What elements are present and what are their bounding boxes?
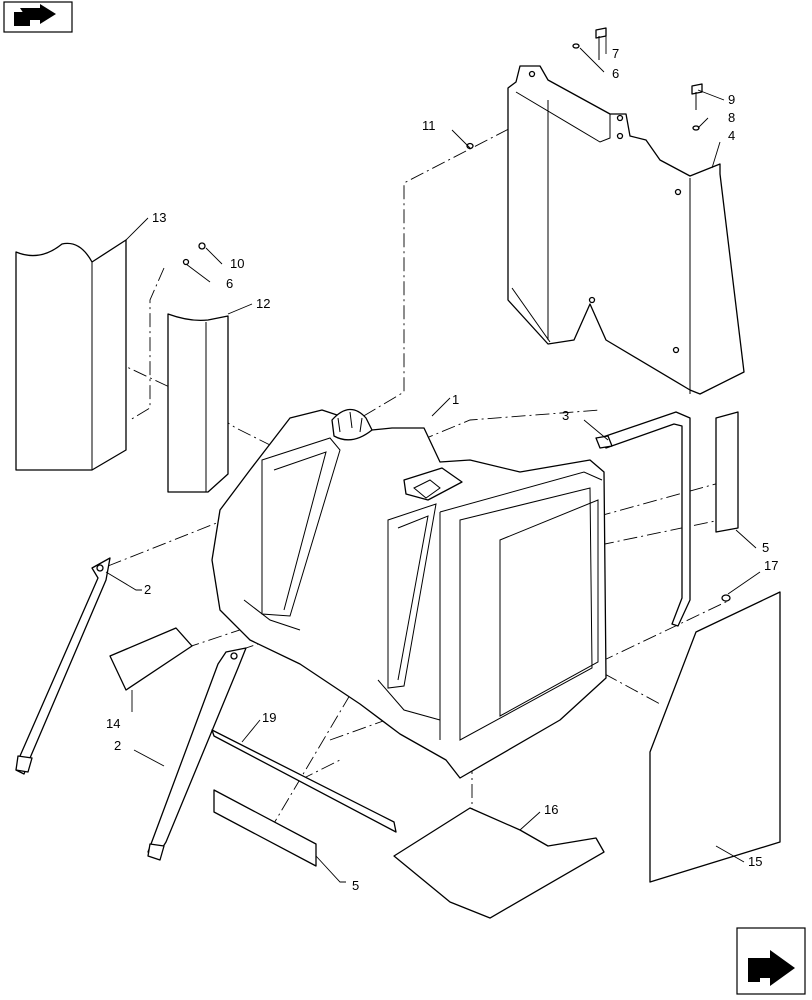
leaders [105,30,761,883]
callout-8: 8 [728,110,735,125]
prev-page-arrow-icon[interactable] [3,1,73,33]
callout-6: 6 [226,276,233,291]
callout-10: 10 [230,256,244,271]
callout-14: 14 [106,716,120,731]
strip-19 [211,729,397,833]
callout-15: 15 [748,854,762,869]
callout-11: 11 [422,118,436,133]
pad-5-right [715,411,739,533]
callout-12: 12 [256,296,270,311]
pad-15 [649,591,781,883]
callout-13: 13 [152,210,166,225]
pad-14 [109,627,193,691]
side-shield-13 [15,239,127,471]
callout-5: 5 [762,540,769,555]
next-page-arrow-icon[interactable] [736,927,806,995]
callout-16: 16 [544,802,558,817]
strap-3 [595,411,691,627]
callout-7: 7 [612,46,619,61]
fuel-tank-1 [211,408,607,779]
strap-2-left [15,557,111,775]
pad-5-lower [213,789,317,867]
fastener-10 [182,242,206,266]
strap-2-front [147,647,247,861]
callout-1: 1 [452,392,459,407]
bolt-17 [721,594,731,602]
pad-16 [393,807,605,919]
callout-6: 6 [612,66,619,81]
callout-2: 2 [114,738,121,753]
callout-17: 17 [764,558,778,573]
callout-2: 2 [144,582,151,597]
side-shield-12 [167,313,229,493]
callout-3: 3 [562,408,569,423]
upper-cover-4 [507,65,745,395]
callout-4: 4 [728,128,735,143]
callout-9: 9 [728,92,735,107]
callouts: 1 2 2 3 4 5 5 6 6 7 8 9 10 11 12 13 14 1… [106,46,778,893]
callout-19: 19 [262,710,276,725]
callout-5: 5 [352,878,359,893]
